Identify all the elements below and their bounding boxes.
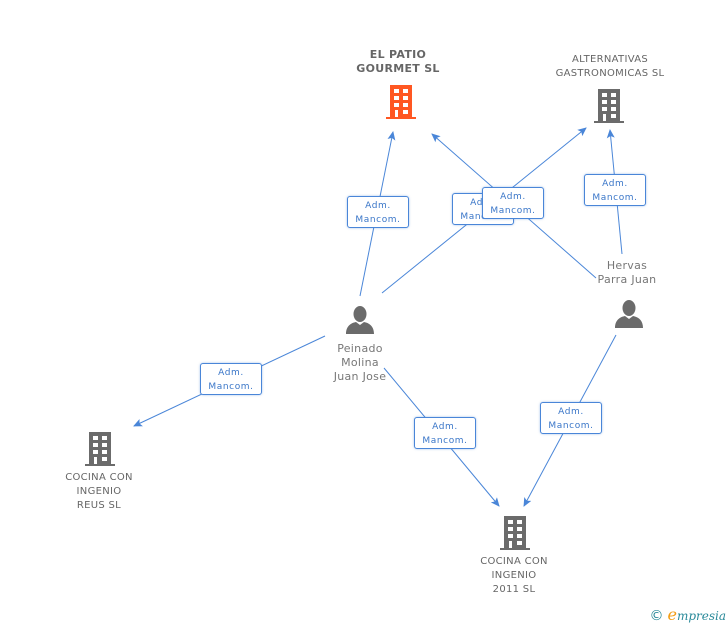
edge-label-role-type: Mancom.: [490, 206, 536, 216]
edge-label-role-type: Mancom.: [548, 421, 594, 431]
edge-label-role: Adm.: [602, 179, 628, 189]
brand-initial: e: [667, 605, 677, 624]
building-icon[interactable]: [593, 88, 625, 124]
edge-label-role: Adm.: [500, 192, 526, 202]
building-icon[interactable]: [385, 84, 417, 120]
node-label-hervas-parra-juan[interactable]: Hervas Parra Juan: [597, 259, 657, 286]
brand-rest: mpresia: [676, 609, 726, 623]
node-label-cocina-con-ingenio-2011[interactable]: COCINA CON INGENIO 2011 SL: [480, 556, 548, 595]
edge-label-hervas-el-patio[interactable]: Adm. Mancom.: [482, 187, 544, 219]
edge-label-peinado-el-patio[interactable]: Adm. Mancom.: [347, 196, 409, 228]
edge-label-role-type: Mancom.: [592, 193, 638, 203]
edge-label-role-type: Mancom.: [208, 382, 254, 392]
person-icon[interactable]: [614, 299, 644, 329]
person-icon[interactable]: [345, 305, 375, 335]
empresia-logo[interactable]: empresia: [667, 605, 726, 624]
edge-label-role: Adm.: [218, 368, 244, 378]
edge-label-role: Adm.: [558, 407, 584, 417]
node-label-cocina-con-ingenio-reus[interactable]: COCINA CON INGENIO REUS SL: [65, 472, 133, 511]
building-icon[interactable]: [499, 515, 531, 551]
edge-label-role: Adm.: [432, 422, 458, 432]
copyright-icon: ©: [649, 608, 664, 624]
node-label-peinado-molina-juan-jose[interactable]: Peinado Molina Juan Jose: [333, 342, 387, 383]
building-icon[interactable]: [84, 431, 116, 467]
footer-brand: ©empresia: [649, 605, 726, 624]
edge-label-hervas-cocina-2011[interactable]: Adm. Mancom.: [540, 402, 602, 434]
edge-label-hervas-alternativas[interactable]: Adm. Mancom.: [584, 174, 646, 206]
edge-label-peinado-cocina-reus[interactable]: Adm. Mancom.: [200, 363, 262, 395]
edge-label-role: Adm.: [365, 201, 391, 211]
node-label-el-patio-gourmet[interactable]: EL PATIO GOURMET SL: [356, 48, 440, 75]
node-label-alternativas[interactable]: ALTERNATIVAS GASTRONOMICAS SL: [555, 54, 665, 79]
edge-label-role-type: Mancom.: [422, 436, 468, 446]
edge-label-role-type: Mancom.: [355, 215, 401, 225]
edge-label-peinado-cocina-2011[interactable]: Adm. Mancom.: [414, 417, 476, 449]
